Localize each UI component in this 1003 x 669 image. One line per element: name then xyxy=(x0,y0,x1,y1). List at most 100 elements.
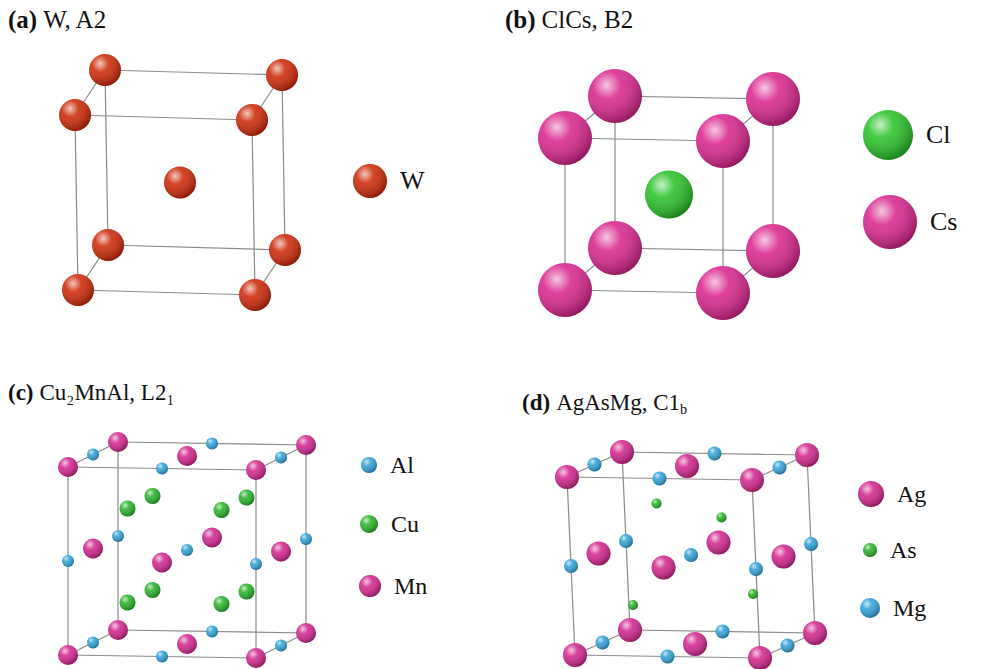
cell-edge xyxy=(75,115,78,290)
atom-shade xyxy=(588,69,642,123)
atom xyxy=(781,639,795,653)
legend-entry: As xyxy=(862,541,917,559)
atom-shade xyxy=(619,534,633,548)
atom xyxy=(804,537,818,551)
atom xyxy=(803,621,827,645)
atom-shade xyxy=(716,625,730,639)
legend-label: Mg xyxy=(893,595,926,622)
atom-shade xyxy=(675,454,699,478)
atom-shade xyxy=(275,452,287,464)
structure-name: AgAsMg, C1 xyxy=(556,390,680,415)
cell-edge xyxy=(105,70,108,245)
atom-shade xyxy=(62,274,94,306)
cell-edge xyxy=(75,115,252,120)
cell-edge xyxy=(252,120,255,295)
atom xyxy=(177,634,197,654)
atom-shade xyxy=(564,559,578,573)
legend-label: Cu xyxy=(391,511,419,538)
atom-shade xyxy=(271,542,291,562)
atom xyxy=(588,69,642,123)
atom xyxy=(62,555,74,567)
atom-shade xyxy=(239,584,255,600)
atom xyxy=(239,584,255,600)
atom-shade xyxy=(236,104,268,136)
panel-letter: (d) xyxy=(522,390,550,415)
legend-label: Cs xyxy=(930,207,957,237)
atom-shade xyxy=(112,530,124,542)
atom-shade xyxy=(239,279,271,311)
atom-shade xyxy=(120,595,136,611)
atom xyxy=(645,171,693,219)
atom-shade xyxy=(652,556,676,580)
atom xyxy=(236,104,268,136)
legend-entry: Cl xyxy=(862,108,951,162)
structure-name: Cu₂MnAl, L2₁ xyxy=(40,380,175,405)
atom xyxy=(202,528,222,548)
panel-letter: (b) xyxy=(505,6,536,33)
legend-swatch xyxy=(862,194,918,250)
atom xyxy=(748,589,758,599)
atom-shade xyxy=(804,537,818,551)
legend-label: As xyxy=(890,537,917,564)
atom-shade xyxy=(707,531,731,555)
atom-shade xyxy=(152,553,172,573)
atom-shade xyxy=(246,460,266,480)
atom-shade xyxy=(717,513,727,523)
atom-shade xyxy=(610,440,634,464)
atom xyxy=(181,544,193,556)
atom-shade xyxy=(181,544,193,556)
atom-shade xyxy=(563,643,587,667)
structure-name: W, A2 xyxy=(43,6,106,33)
atom-shade xyxy=(555,465,579,489)
cell-edge xyxy=(105,70,282,75)
atom-shade xyxy=(781,639,795,653)
atom xyxy=(772,545,796,569)
atom xyxy=(749,562,763,576)
atom xyxy=(58,645,78,665)
atom xyxy=(62,274,94,306)
legend-swatch xyxy=(360,456,378,474)
atom xyxy=(214,596,230,612)
atom xyxy=(619,534,633,548)
atom-shade xyxy=(645,171,693,219)
legend-swatch xyxy=(857,480,885,508)
atom-shade xyxy=(246,648,266,668)
atom-shade xyxy=(696,114,750,168)
atom-shade xyxy=(300,533,312,545)
atom xyxy=(177,446,197,466)
atom-shade xyxy=(58,645,78,665)
legend-entry: Al xyxy=(360,455,414,475)
atom xyxy=(296,435,316,455)
atom xyxy=(152,553,172,573)
atom-shade xyxy=(661,650,675,664)
legend-label: Mn xyxy=(394,573,427,600)
atom-shade xyxy=(177,634,197,654)
atom-shade xyxy=(596,636,610,650)
atom-shade xyxy=(206,626,218,638)
atom-shade xyxy=(87,449,99,461)
atom-shade xyxy=(684,548,698,562)
atom-shade xyxy=(296,435,316,455)
atom xyxy=(564,559,578,573)
atom xyxy=(748,646,772,669)
atom xyxy=(707,531,731,555)
atom xyxy=(156,651,168,663)
atom xyxy=(206,626,218,638)
atom-shade xyxy=(62,555,74,567)
atom xyxy=(206,438,218,450)
structure-name: ClCs, B2 xyxy=(542,6,634,33)
cell-edge xyxy=(108,245,285,250)
cell-edge xyxy=(78,290,255,295)
atom xyxy=(214,502,230,518)
atom xyxy=(652,499,662,509)
atom xyxy=(555,465,579,489)
legend-entry: Ag xyxy=(857,479,926,509)
atom xyxy=(108,620,128,640)
atom xyxy=(145,488,161,504)
atom-shade xyxy=(206,438,218,450)
atom-shade xyxy=(746,72,800,126)
atom xyxy=(563,643,587,667)
atom-shade xyxy=(239,490,255,506)
atom xyxy=(618,618,642,642)
atom xyxy=(271,542,291,562)
